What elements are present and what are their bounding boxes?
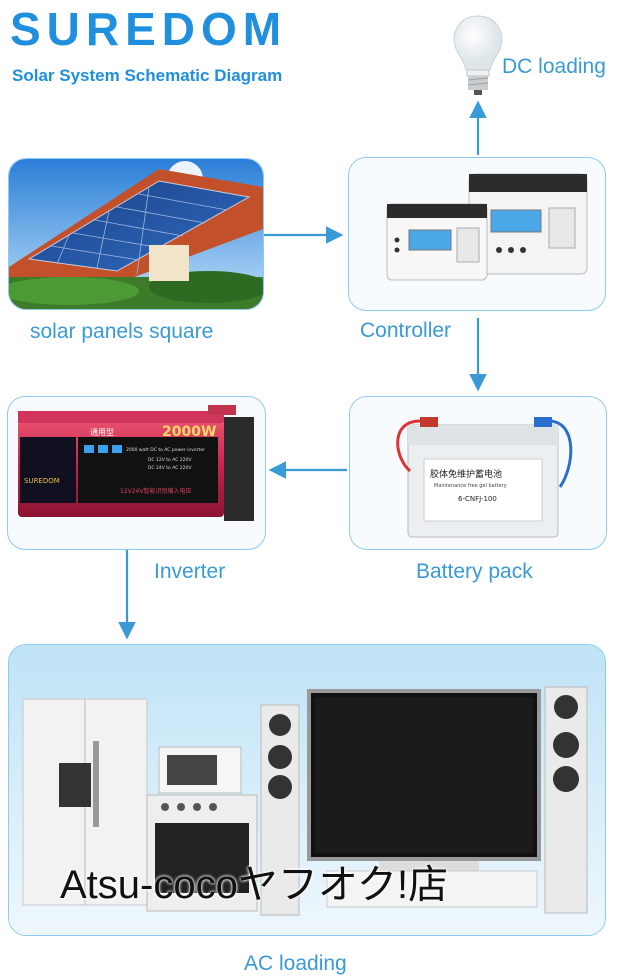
- inverter-line-3: DC 24V to AC 220V: [148, 465, 192, 471]
- solar-panel-box: [8, 158, 264, 310]
- inverter-brand-text: SUREDOM: [24, 477, 60, 485]
- controller-box: [348, 157, 606, 311]
- inverter-box: 通用型 2000W SUREDOM 2000 watt DC to AC pow…: [7, 396, 266, 550]
- shop-watermark: Atsu-cocoヤフオク!店: [60, 863, 449, 907]
- appliances-image: [9, 645, 605, 935]
- brand-title: SUREDOM: [10, 3, 288, 55]
- inverter-line-1: 2000 watt DC to AC power inverter: [126, 447, 205, 453]
- dc-loading-label: DC loading: [502, 55, 606, 78]
- controller-label: Controller: [360, 319, 452, 342]
- ac-loading-label: AC loading: [244, 952, 347, 975]
- inverter-power-text: 2000W: [162, 424, 216, 440]
- inverter-line-4: 12V24V智能识别输入电压: [120, 487, 191, 495]
- ac-loading-box: [8, 644, 606, 936]
- battery-pack-image: 胶体免维护蓄电池 Maintenance free gel battery 6-…: [396, 417, 573, 538]
- charge-controller-image: [386, 173, 588, 281]
- solar-house-image: [9, 159, 263, 309]
- bulb-icon: [450, 14, 506, 98]
- power-inverter-image: 通用型 2000W SUREDOM 2000 watt DC to AC pow…: [18, 405, 254, 521]
- inverter-line-2: DC 12V to AC 220V: [148, 457, 192, 463]
- battery-label: Battery pack: [416, 560, 533, 583]
- battery-box: 胶体免维护蓄电池 Maintenance free gel battery 6-…: [349, 396, 607, 550]
- inverter-label: Inverter: [154, 560, 226, 583]
- battery-text-en: Maintenance free gel battery: [434, 483, 507, 489]
- inverter-type-text: 通用型: [90, 427, 114, 437]
- solar-panels-label: solar panels square: [30, 320, 214, 343]
- diagram-subtitle: Solar System Schematic Diagram: [12, 66, 283, 85]
- battery-model: 6-CNFJ-100: [458, 495, 497, 503]
- battery-text-cn: 胶体免维护蓄电池: [430, 468, 502, 480]
